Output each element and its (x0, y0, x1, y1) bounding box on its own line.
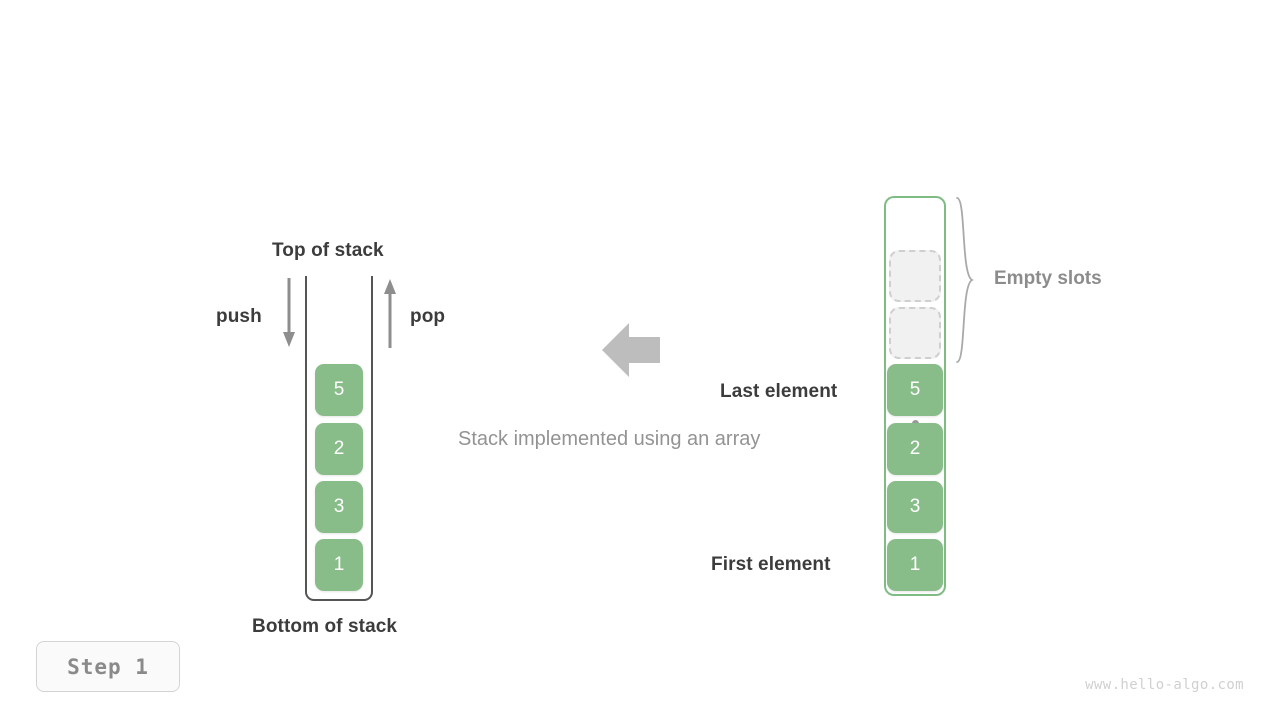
empty-slots-brace (956, 197, 974, 363)
right-stack-cell: 2 (887, 423, 943, 475)
top-of-stack-label: Top of stack (272, 240, 384, 261)
right-stack: 5 2 3 1 (884, 196, 946, 596)
empty-slot (889, 250, 941, 302)
left-arrow-icon (602, 323, 660, 377)
push-arrow-icon (283, 278, 295, 347)
push-label: push (216, 306, 262, 327)
step-badge: Step 1 (36, 641, 180, 692)
watermark: www.hello-algo.com (1085, 677, 1244, 693)
left-stack-cell: 2 (315, 423, 363, 475)
left-stack: 5 2 3 1 (305, 276, 373, 601)
empty-slots-label: Empty slots (994, 268, 1102, 289)
pop-arrow-icon (384, 279, 396, 348)
first-element-label: First element (711, 554, 831, 575)
bottom-of-stack-label: Bottom of stack (252, 616, 398, 637)
right-stack-cell: 1 (887, 539, 943, 591)
pop-label: pop (410, 306, 446, 327)
left-stack-cell: 3 (315, 481, 363, 533)
left-stack-cell: 1 (315, 539, 363, 591)
right-stack-cell: 5 (887, 364, 943, 416)
diagram-caption: Stack implemented using an array (458, 428, 761, 450)
last-element-label: Last element (720, 381, 838, 402)
left-stack-cell: 5 (315, 364, 363, 416)
right-stack-cell: 3 (887, 481, 943, 533)
empty-slot (889, 307, 941, 359)
